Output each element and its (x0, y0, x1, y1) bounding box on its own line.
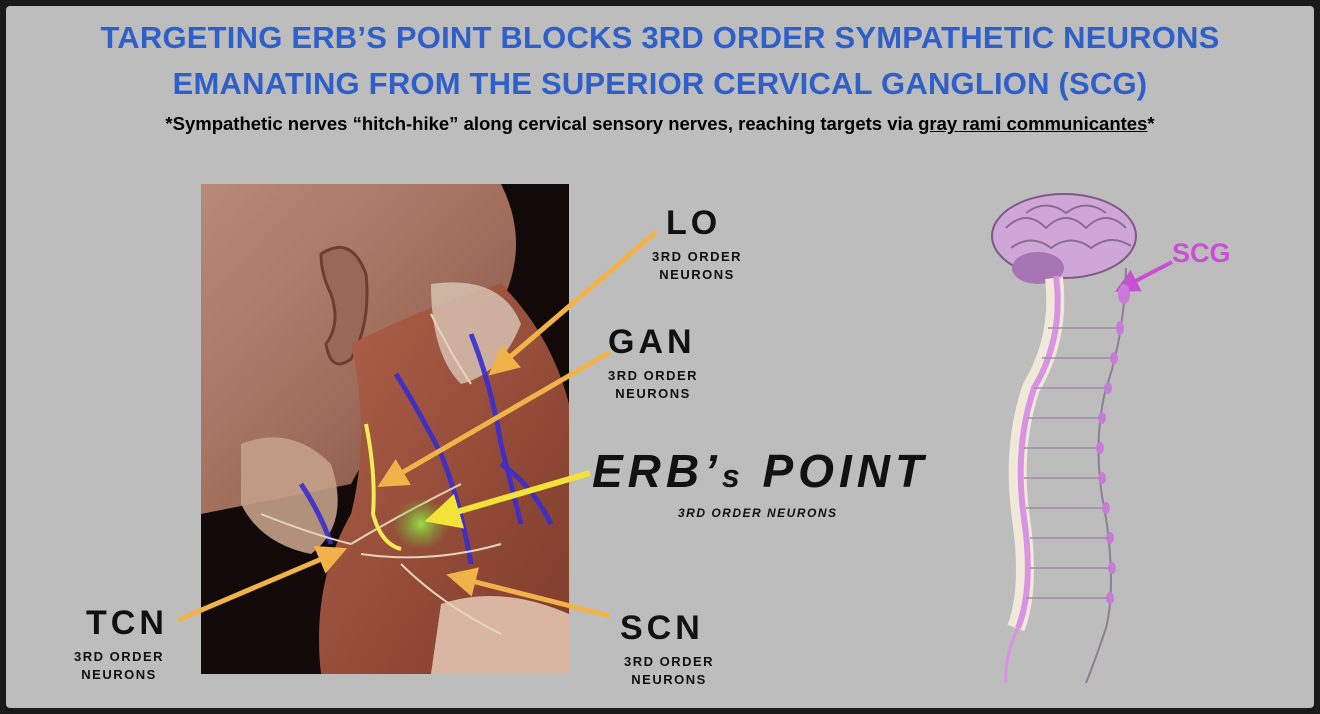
gan-label: GAN (608, 323, 696, 361)
ear (319, 245, 369, 366)
lo-label: LO (666, 204, 722, 242)
cerebellum (1012, 252, 1064, 284)
tcn-sub-line2: NEURONS (81, 667, 157, 682)
scn-sublabel: 3RD ORDER NEURONS (624, 653, 714, 689)
gan-sub-line2: NEURONS (615, 386, 691, 401)
scg-label: SCG (1172, 238, 1231, 268)
sympathetic-chain (1085, 267, 1127, 684)
title-line-2: EMANATING FROM THE SUPERIOR CERVICAL GAN… (172, 66, 1148, 101)
scn-sub-line1: 3RD ORDER (624, 654, 715, 669)
tcn-sublabel: 3RD ORDER NEURONS (74, 648, 164, 684)
lo-sub-line1: 3RD ORDER (652, 249, 743, 264)
lo-sub-line2: NEURONS (659, 267, 735, 282)
lo-sublabel: 3RD ORDER NEURONS (652, 248, 742, 284)
tcn-label: TCN (86, 604, 168, 642)
subtitle: *Sympathetic nerves “hitch-hike” along c… (6, 113, 1314, 135)
title-line-1: TARGETING ERB’S POINT BLOCKS 3RD ORDER S… (100, 20, 1220, 55)
yellow-nerve (364, 423, 402, 551)
neck-muscle (319, 284, 569, 674)
lo-arrow (488, 230, 658, 376)
erb-s: s (721, 458, 745, 494)
scn-arrow (446, 567, 611, 619)
erb-main: ERB’ (592, 445, 722, 497)
scn-sub-line2: NEURONS (631, 672, 707, 687)
scg-ganglion (1118, 284, 1130, 304)
subtitle-underlined: gray rami communicantes (918, 113, 1148, 134)
erbs-point-label: ERB’s POINT (592, 444, 928, 498)
brain-spine-illustration (991, 193, 1137, 684)
scn-label: SCN (620, 609, 704, 647)
spinal-cord (1015, 275, 1061, 630)
erb-point: POINT (744, 445, 929, 497)
gan-arrow (377, 349, 612, 488)
tcn-sub-line1: 3RD ORDER (74, 649, 165, 664)
gan-sub-line1: 3RD ORDER (608, 368, 699, 383)
subtitle-suffix: * (1147, 113, 1155, 134)
gan-sublabel: 3RD ORDER NEURONS (608, 367, 698, 403)
erbs-point-sublabel: 3RD ORDER NEURONS (678, 506, 838, 520)
scg-arrow (1114, 260, 1173, 292)
tcn-arrow (177, 546, 348, 623)
annotation-arrows (177, 230, 1173, 623)
erb-arrow (424, 470, 591, 529)
subtitle-prefix: *Sympathetic nerves “hitch-hike” along c… (165, 113, 919, 134)
slide: TARGETING ERB’S POINT BLOCKS 3RD ORDER S… (6, 6, 1314, 708)
